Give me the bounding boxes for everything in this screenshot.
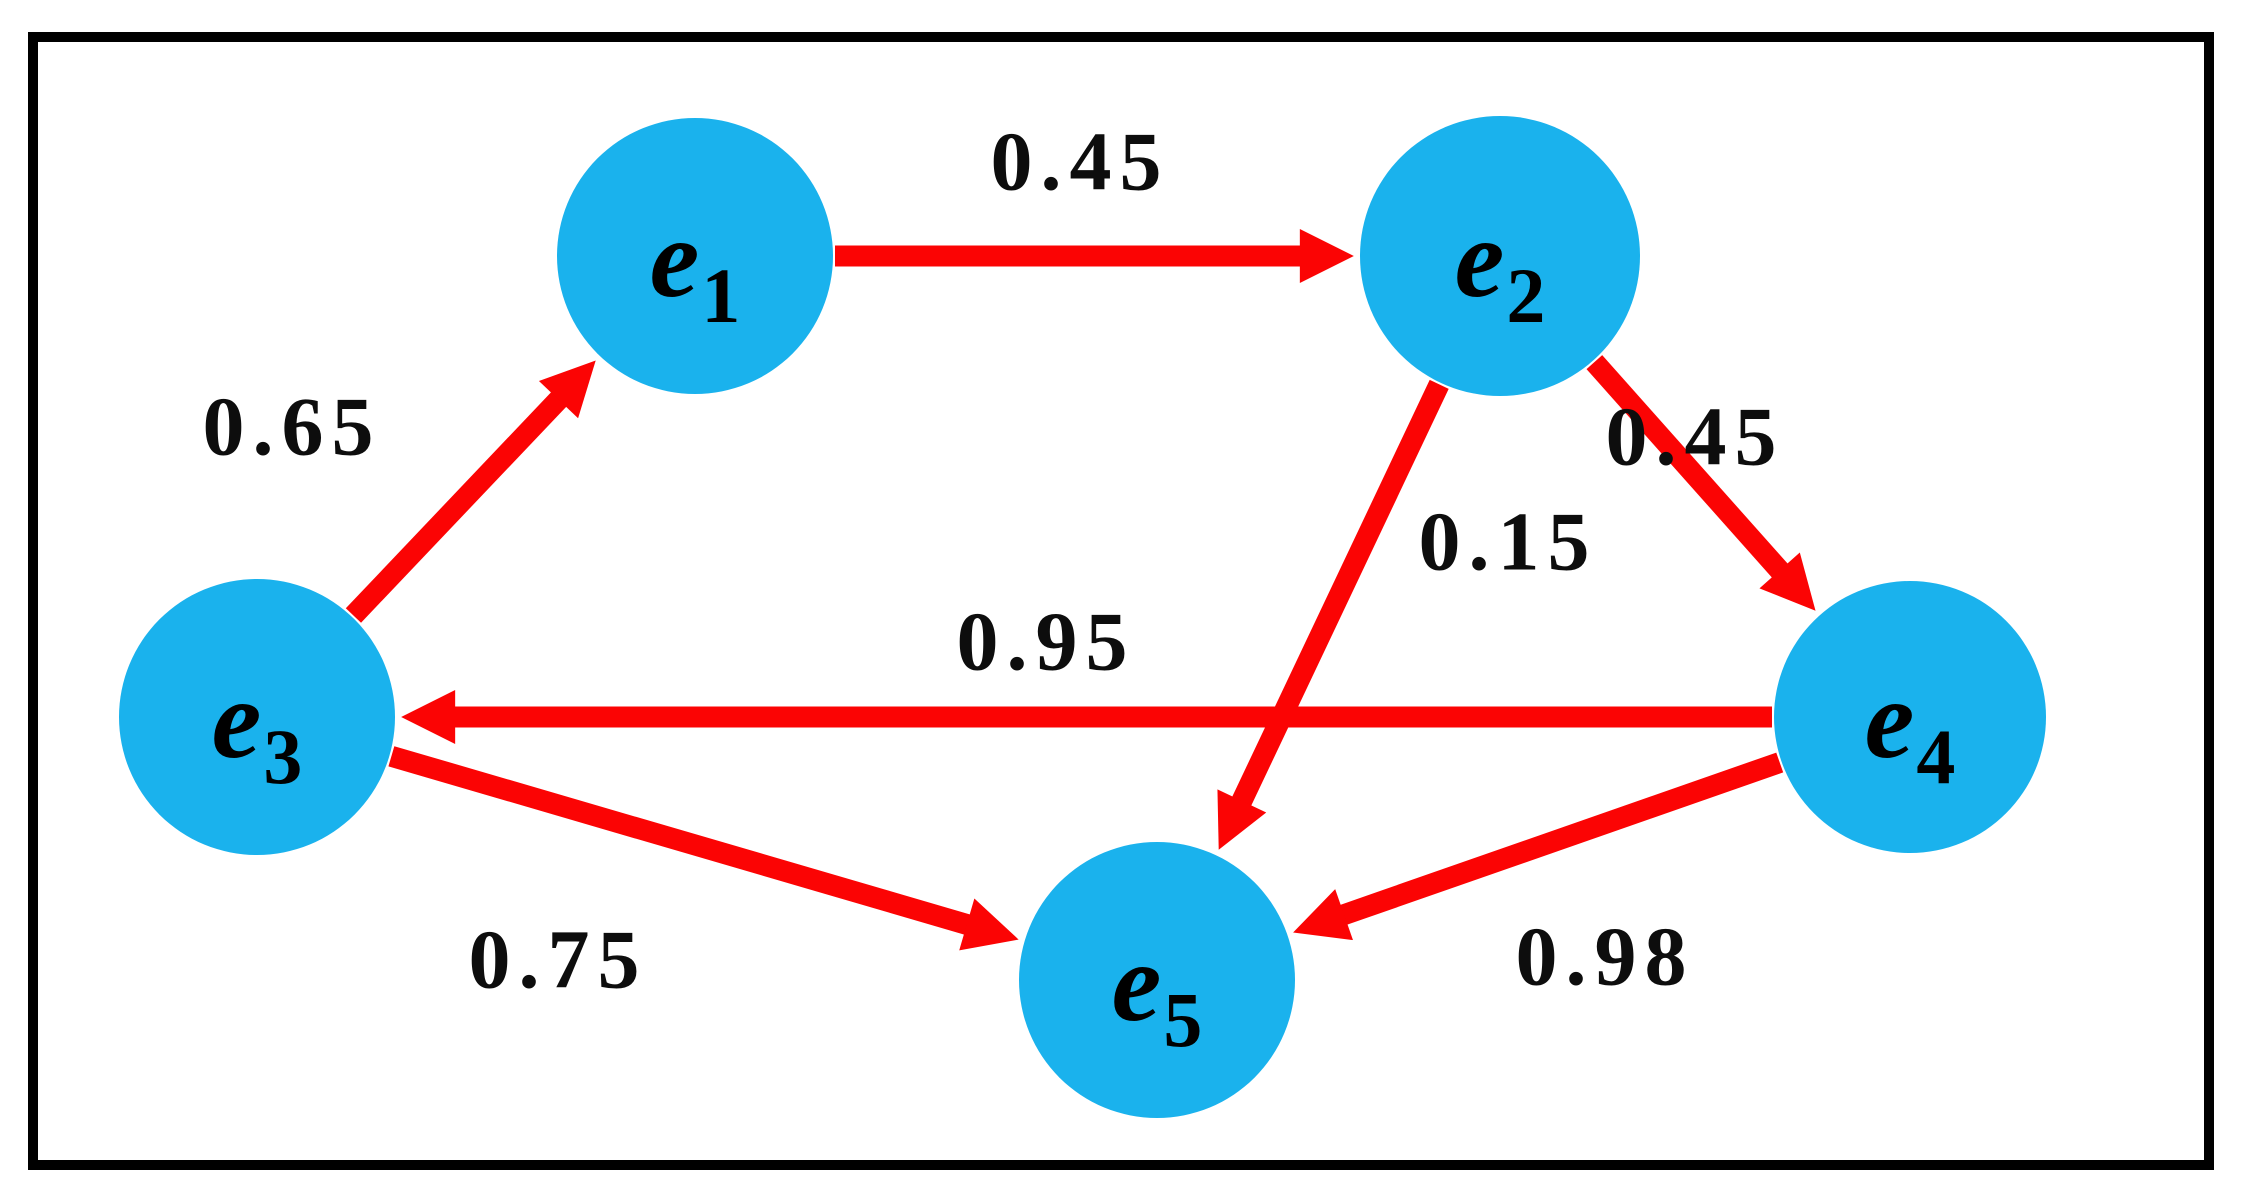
node-label-subscript: 5 [1163, 976, 1202, 1063]
node-e3 [119, 579, 395, 855]
node-e4 [1774, 581, 2046, 853]
node-label-subscript: 4 [1916, 713, 1955, 800]
node-label-base: e [1865, 658, 1915, 782]
edge-weight-label-e4-e3: 0.95 [957, 595, 1136, 688]
edge-weight-label-e3-e5: 0.75 [469, 913, 648, 1006]
node-label-e5: e5 [1112, 921, 1203, 1063]
edge-weight-label-e1-e2: 0.45 [991, 115, 1170, 208]
node-label-e4: e4 [1865, 658, 1956, 800]
edge-e2-e5 [1217, 379, 1449, 850]
edge-e3-e1 [345, 360, 596, 623]
node-label-base: e [212, 658, 262, 782]
frame-border [28, 32, 2214, 1170]
node-label-base: e [650, 197, 700, 321]
node-label-e1: e1 [650, 197, 741, 339]
edge-e3-e5 [388, 746, 1019, 951]
node-label-subscript: 2 [1506, 252, 1545, 339]
node-label-base: e [1112, 921, 1162, 1045]
edge-weight-label-e2-e4: 0.45 [1606, 390, 1785, 483]
edge-e4-e5 [1293, 752, 1784, 941]
node-label-subscript: 1 [701, 252, 740, 339]
edge-weight-label-e4-e5: 0.98 [1516, 910, 1695, 1003]
node-e5 [1019, 842, 1295, 1118]
node-e1 [557, 118, 833, 394]
node-label-base: e [1455, 197, 1505, 321]
node-label-e2: e2 [1455, 197, 1546, 339]
edge-e2-e4 [1586, 355, 1816, 611]
node-label-e3: e3 [212, 658, 303, 800]
node-label-subscript: 3 [263, 713, 302, 800]
edge-weight-label-e2-e5: 0.15 [1419, 495, 1598, 588]
edge-weight-label-e3-e1: 0.65 [203, 380, 382, 473]
node-e2 [1360, 116, 1640, 396]
